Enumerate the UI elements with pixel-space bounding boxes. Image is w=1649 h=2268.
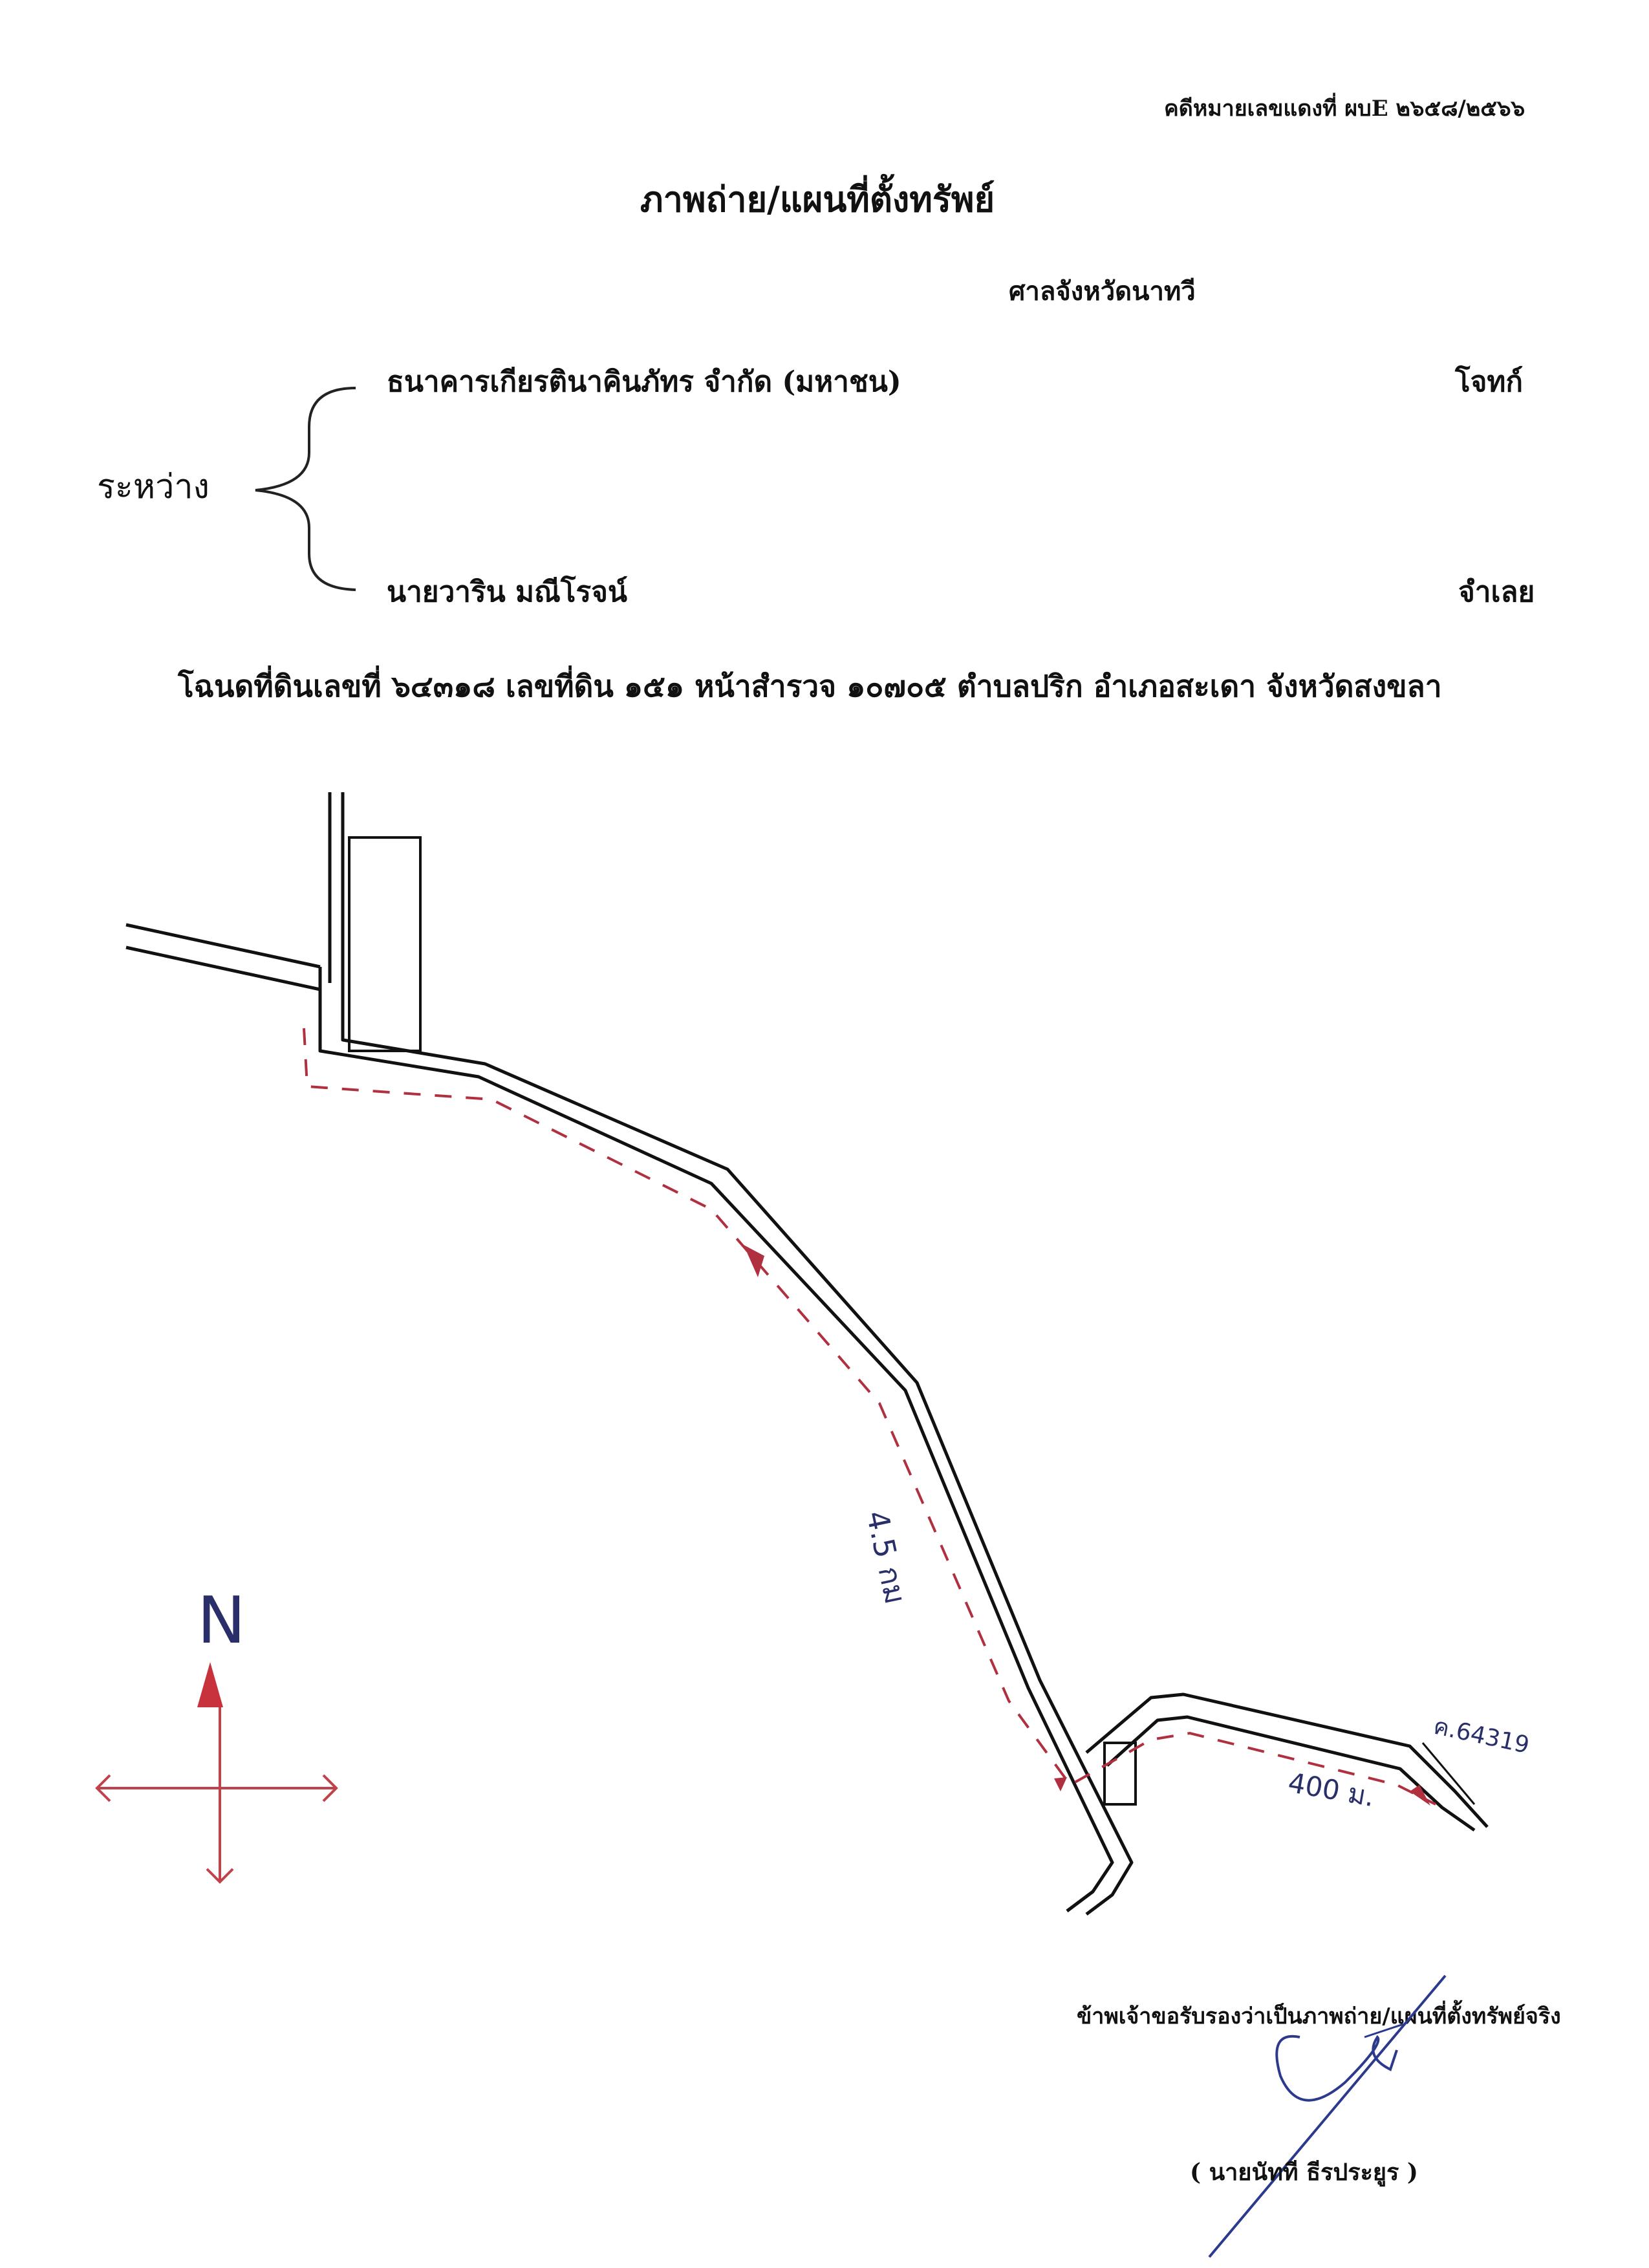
certification-statement: ข้าพเจ้าขอรับรองว่าเป็นภาพถ่าย/แผนที่ตั้… [1077, 2003, 1561, 2029]
case-number: คดีหมายเลขแดงที่ ผบE ๒๖๕๘/๒๕๖๖ [1164, 96, 1525, 122]
title-deed-line: โฉนดที่ดินเลขที่ ๖๔๓๑๘ เลขที่ดิน ๑๕๑ หน้… [178, 669, 1442, 704]
plaintiff-role: โจทก์ [1455, 365, 1524, 398]
compass: N [95, 1582, 338, 1884]
court-name: ศาลจังหวัดนาทวี [1009, 276, 1196, 307]
parcel-label: ค.64319 [1431, 1713, 1531, 1759]
route-arrow-2 [1054, 1777, 1067, 1791]
route-dashed [303, 1028, 1436, 1806]
junction-box [1103, 1742, 1137, 1806]
defendant-name: นายวาริน มณีโรจน์ [387, 576, 627, 609]
north-arrow-icon [197, 1662, 223, 1707]
plaintiff-name: ธนาคารเกียรตินาคินภัทร จำกัด (มหาชน) [387, 365, 901, 398]
distance-main-label: 4.5 กม [859, 1507, 913, 1607]
road-network [125, 792, 1489, 1916]
page-title: ภาพถ่าย/แผนที่ตั้งทรัพย์ [640, 178, 995, 220]
certifier-name: ( นายนัทที ธีรประยูร ) [1190, 2159, 1418, 2186]
defendant-role: จำเลย [1458, 576, 1535, 609]
between-label: ระหว่าง [97, 468, 210, 506]
north-label: N [197, 1582, 246, 1658]
route-arrow-3 [1410, 1785, 1430, 1806]
route-arrow-1 [744, 1245, 764, 1277]
side-road-sign [348, 836, 422, 1052]
distance-branch-label: 400 ม. [1286, 1767, 1377, 1813]
